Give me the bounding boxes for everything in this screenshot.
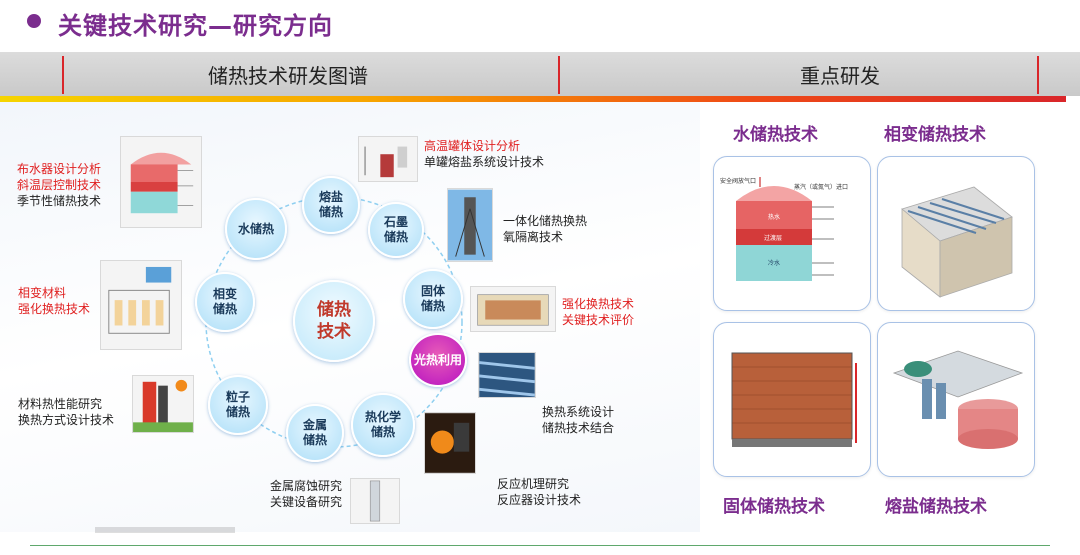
molten-salt-plant-diagram	[892, 350, 1024, 449]
metal-device-thumbnail	[350, 478, 400, 524]
focus-phase-change-heading: 相变储热技术	[884, 125, 986, 145]
node-water: 水储热	[225, 198, 287, 260]
note-metal: 金属腐蚀研究 关键设备研究	[270, 479, 343, 509]
phase-change-card	[877, 156, 1035, 311]
svg-text:安全阀放气口: 安全阀放气口	[720, 177, 756, 185]
node-metal: 金属 储热	[286, 404, 344, 462]
node-particle: 粒子 储热	[208, 375, 268, 435]
phase-change-system-thumbnail	[100, 260, 182, 350]
node-solid: 固体 储热	[403, 269, 463, 329]
section-banner: 储热技术研发图谱 重点研发	[0, 52, 1080, 96]
note-thermochem: 反应机理研究 反应器设计技术	[497, 477, 582, 507]
svg-text:过渡层: 过渡层	[764, 234, 782, 242]
note-water: 布水器设计分析 斜温层控制技术 季节性储热技术	[17, 162, 102, 208]
svg-text:冷水: 冷水	[768, 259, 780, 267]
bullet-icon	[27, 14, 41, 28]
note-graphite: 一体化储热换热 氧隔离技术	[503, 214, 588, 244]
banner-right-label: 重点研发	[800, 64, 880, 88]
solid-storage-thumbnail	[470, 286, 556, 332]
note-phase-change: 相变材料 强化换热技术	[18, 286, 91, 316]
svg-text:蒸汽（或氮气）进口: 蒸汽（或氮气）进口	[794, 183, 848, 191]
node-solar: 光热利用	[409, 333, 467, 387]
phase-change-module-diagram	[901, 186, 1013, 298]
node-phase-change: 相变 储热	[195, 272, 255, 332]
particle-test-rig-thumbnail	[132, 375, 194, 433]
footer-rule	[30, 545, 1050, 546]
page-title: 关键技术研究—研究方向	[58, 12, 333, 40]
graphite-tower-thumbnail	[447, 188, 493, 262]
node-thermochem: 热化学 储热	[351, 393, 415, 457]
note-solid: 强化换热技术 关键技术评价	[562, 297, 635, 327]
note-particle: 材料热性能研究 换热方式设计技术	[18, 397, 115, 427]
title-row: 关键技术研究—研究方向	[0, 0, 1080, 46]
svg-text:热水: 热水	[768, 213, 780, 221]
molten-salt-tank-thumbnail	[358, 136, 418, 182]
water-tank-diagram: 安全阀放气口 蒸汽（或氮气）进口 热水 过渡层 冷水	[720, 177, 848, 281]
water-storage-card: 安全阀放气口 蒸汽（或氮气）进口 热水 过渡层 冷水	[713, 156, 871, 311]
banner-divider	[558, 56, 560, 94]
node-molten-salt: 熔盐 储热	[302, 176, 360, 234]
gradient-stripe	[0, 96, 1066, 102]
note-molten-salt: 高温罐体设计分析 单罐熔盐系统设计技术	[424, 139, 545, 169]
solid-storage-card	[713, 322, 871, 477]
focus-molten-salt-heading: 熔盐储热技术	[885, 497, 987, 517]
note-solar: 换热系统设计 储热技术结合	[542, 405, 615, 435]
banner-divider	[62, 56, 64, 94]
water-tank-thumbnail	[120, 136, 202, 228]
node-center: 储热 技术	[293, 280, 375, 362]
focus-water-heading: 水储热技术	[733, 125, 818, 145]
solar-field-thumbnail	[478, 352, 536, 398]
cropped-text-fragment	[95, 527, 235, 533]
molten-salt-card	[877, 322, 1035, 477]
banner-left-label: 储热技术研发图谱	[208, 64, 368, 88]
focus-solid-heading: 固体储热技术	[723, 497, 825, 517]
banner-divider	[1037, 56, 1039, 94]
solid-storage-diagram	[731, 352, 857, 447]
node-graphite: 石墨 储热	[368, 202, 424, 258]
thermochem-reactor-thumbnail	[424, 412, 476, 474]
